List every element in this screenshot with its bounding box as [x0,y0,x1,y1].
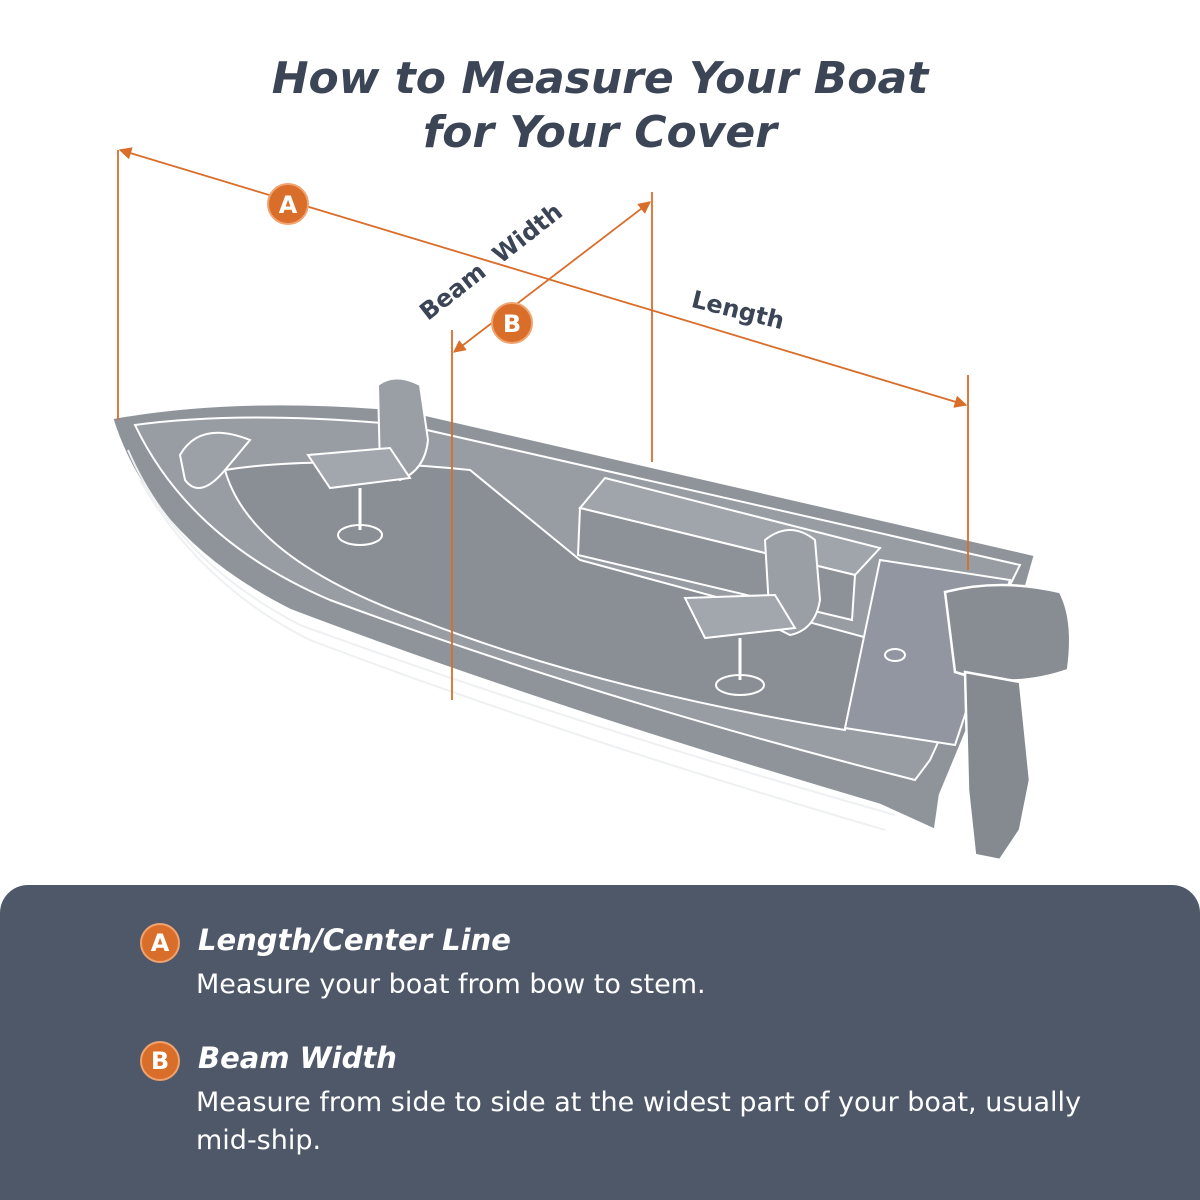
badge-a: A [267,183,309,225]
hull-strake-2 [139,479,886,831]
legend-description-beam: Measure from side to side at the widest … [196,1087,1082,1156]
outboard-motor-cowling [943,583,1072,682]
drain-plug [884,648,906,662]
legend-description-length: Measure your boat from bow to stem. [196,969,706,1000]
front-seat-mount [337,524,383,546]
front-seat-base [306,446,412,490]
length-label: Length [689,285,787,335]
rear-seat-mount [715,674,765,696]
boat-illustration [110,377,1072,862]
legend-heading-length: Length/Center Line [198,923,511,957]
boat-measurement-diagram: A B Beam Width Length [110,147,1072,862]
badge-a-label: A [279,191,298,219]
outboard-motor-shaft [963,670,1032,862]
legend-heading-beam: Beam Width [198,1041,397,1075]
length-dimension-line [118,147,968,408]
title-line-1: How to Measure Your Boat [271,53,929,104]
instructions-panel [0,885,1200,1200]
hull-strake-1 [127,449,896,816]
rear-seat-base [683,593,797,640]
beam-width-label: Beam Width [414,197,568,326]
bow-deck-panel [178,431,252,489]
legend-badge-a: A [140,923,180,963]
badge-b-label: B [503,310,521,338]
beam-dimension-line [452,201,652,353]
dimension-guides [117,147,969,700]
legend-badge-b: B [140,1041,180,1081]
page-title: How to Measure Your Boat for Your Cover [0,52,1200,160]
badge-b: B [491,302,533,344]
